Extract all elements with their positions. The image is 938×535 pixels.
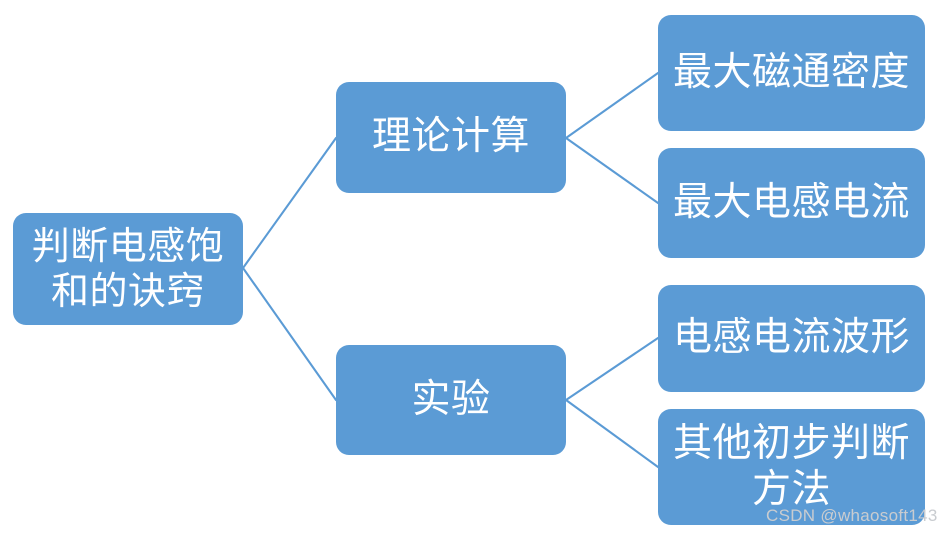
connector-theory-to-fluxdensity	[564, 71, 660, 140]
connector-theory-to-peakcurrent	[564, 136, 660, 205]
node-root[interactable]: 判断电感饱和的诀窍	[13, 213, 243, 325]
node-leaf-other-preliminary-methods[interactable]: 其他初步判断方法	[658, 409, 925, 525]
connector-experiment-to-waveform	[564, 336, 660, 402]
node-branch-theoretical-calculation[interactable]: 理论计算	[336, 82, 566, 193]
node-leaf-max-flux-density[interactable]: 最大磁通密度	[658, 15, 925, 131]
connector-root-to-theory	[241, 136, 338, 270]
connector-root-to-experiment	[241, 266, 338, 402]
node-leaf-max-inductor-current[interactable]: 最大电感电流	[658, 148, 925, 258]
connector-experiment-to-othermethods	[564, 398, 660, 469]
watermark-text: CSDN @whaosoft143	[766, 506, 938, 525]
node-leaf-inductor-current-waveform[interactable]: 电感电流波形	[658, 285, 925, 392]
node-branch-experiment[interactable]: 实验	[336, 345, 566, 455]
